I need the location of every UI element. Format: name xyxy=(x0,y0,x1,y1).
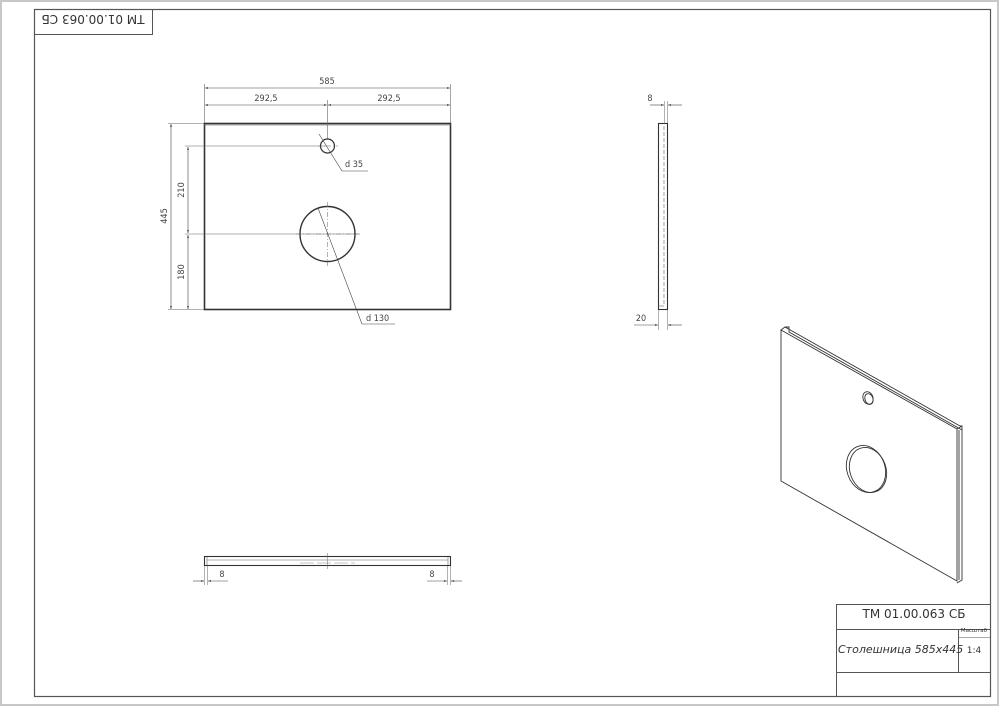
side-view xyxy=(634,101,682,330)
stamp-top-box xyxy=(34,9,153,35)
dim-side-20: 20 xyxy=(636,314,646,324)
dim-445: 445 xyxy=(160,208,170,223)
title-block xyxy=(836,604,991,697)
dim-d35: d 35 xyxy=(345,160,363,170)
dim-side-8: 8 xyxy=(647,94,652,104)
dim-585: 585 xyxy=(319,77,334,87)
title-block-designation: ТМ 01.00.063 СБ xyxy=(862,607,966,621)
dim-292-5-left: 292,5 xyxy=(254,94,277,104)
dim-d130: d 130 xyxy=(366,314,389,324)
title-block-part-name: Столешница 585х445 xyxy=(838,643,964,656)
title-block-scale-label: Масштаб xyxy=(960,628,988,634)
isometric-view xyxy=(780,326,963,584)
dim-top-left-8: 8 xyxy=(219,570,224,580)
title-block-scale-value: 1:4 xyxy=(966,646,982,656)
dim-top-right-8: 8 xyxy=(429,570,434,580)
dim-180: 180 xyxy=(177,264,187,279)
drawing-frame xyxy=(33,8,992,698)
dim-210: 210 xyxy=(177,182,187,197)
stamp-top-designation: ТМ 01.00.063 СБ xyxy=(41,12,145,26)
front-view xyxy=(168,84,452,325)
dim-292-5-right: 292,5 xyxy=(377,94,400,104)
top-view xyxy=(193,553,462,585)
